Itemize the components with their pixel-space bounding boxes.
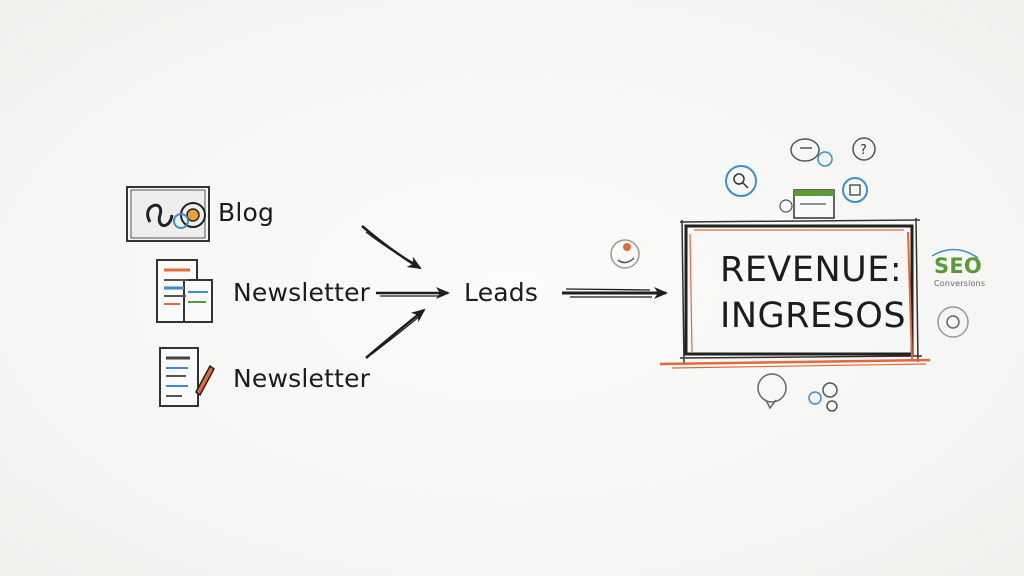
refresh-icon bbox=[842, 177, 868, 203]
target-circle-icon bbox=[937, 306, 969, 338]
svg-text:?: ? bbox=[860, 143, 867, 158]
revenue-title: REVENUE: bbox=[720, 250, 903, 290]
source-label-newsletter-1: Newsletter bbox=[233, 278, 371, 307]
newsletter-pen-icon bbox=[159, 347, 215, 407]
arrow-blog-to-leads bbox=[361, 225, 422, 270]
arrow-leads-to-revenue bbox=[562, 287, 668, 299]
question-icon: ? bbox=[852, 137, 876, 161]
arrow-newsletter1-to-leads bbox=[376, 287, 450, 299]
target-doodle-icon bbox=[610, 239, 640, 269]
source-label-blog: Blog bbox=[218, 198, 275, 227]
chat-bubble-icon bbox=[757, 373, 787, 410]
people-icon bbox=[808, 382, 838, 412]
revenue-subtitle: INGRESOS bbox=[720, 296, 907, 336]
blog-sketch-icon bbox=[126, 186, 210, 242]
search-bubble-icon bbox=[725, 165, 757, 197]
revenue-box bbox=[659, 217, 931, 369]
newsletter-document-icon bbox=[156, 259, 213, 323]
seo-label: SEO bbox=[934, 254, 982, 278]
source-label-newsletter-2: Newsletter bbox=[233, 364, 371, 393]
arrow-newsletter2-to-leads bbox=[365, 308, 426, 359]
browser-window-icon bbox=[779, 189, 835, 219]
seo-sublabel: Conversions bbox=[934, 279, 986, 288]
speech-bubble-icon bbox=[790, 138, 833, 167]
seo-badge-icon bbox=[931, 248, 979, 259]
leads-label: Leads bbox=[464, 278, 539, 307]
